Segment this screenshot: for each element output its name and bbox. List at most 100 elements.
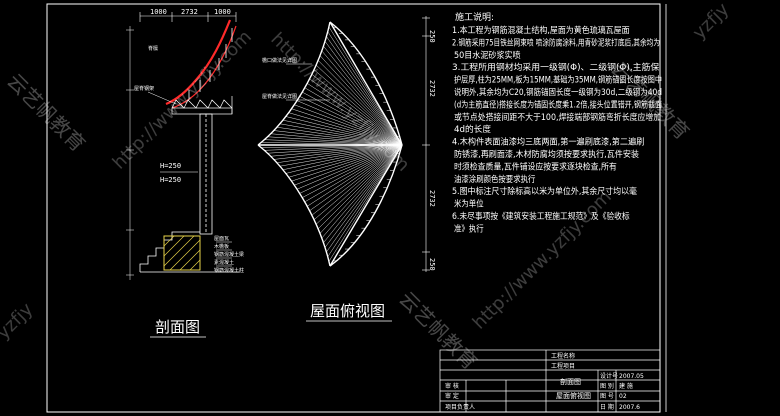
roof-hatch-line [288,112,403,146]
notes-line: 5.图中标注尺寸除标高以米为单位外,其余尺寸均以毫 [452,186,638,196]
roof-hatch-line [309,78,403,146]
tb-drawing-name-2: 屋面俯视图 [556,391,591,400]
notes-line: 防锈漆,再刷面漆,木材防腐均须按要求执行,瓦件安装 [454,149,640,159]
notes-line: 时须检查质量,瓦件铺设应按要求逐块检查,所有 [454,161,617,171]
roof-hatch-line [296,100,403,146]
dim-h-low: H=250 [160,176,181,184]
tb-right-1: 设计号 [600,372,618,380]
plan-dim-3: 2732 [428,190,436,207]
dim-top-2: 2732 [181,8,198,16]
plan-dim-4: 250 [428,258,436,271]
tb-right-3-val: 02 [619,393,627,400]
watermark-corner-left: yzfjy [0,299,38,344]
notes-line: 准》执行 [454,223,484,233]
notes-line: 4.木构件表面油漆均三底两面,第一遍刷底漆,第二遍刷 [452,137,644,147]
roof-hatch-line [324,144,403,248]
roof-hatch-line [302,91,403,146]
leader-beam: 钢筋混凝土梁 [214,251,244,258]
roof-hatch-line [279,144,403,167]
plan-title: 屋面俯视图 [310,302,385,320]
roof-hatch-line [307,144,403,207]
plan-leaders [286,63,330,101]
tb-row-b: 审 定 [445,392,459,400]
roof-hatch-line [276,144,403,163]
notes-line: 1.本工程为钢筋混凝土结构,屋面为黄色琉璃瓦屋面 [452,25,630,35]
leader-ridge: 脊檩 [148,45,158,52]
roof-hatch-line [319,55,403,146]
roof-hatch-line [315,64,403,146]
roof-hatch-line [307,83,403,146]
section-title: 剖面图 [155,318,200,336]
notes-heading: 施工说明: [455,11,494,23]
section-leaders [147,91,232,267]
title-block [439,349,661,413]
watermark-url-right: http://www.yzfjy.com [469,186,616,333]
tb-right-2: 图 别 [600,382,614,390]
roof-hatch-line [327,31,403,146]
roof-hatch-line [299,96,403,146]
leader-eave-board: 木檐板 [214,243,229,250]
notes-line: 护层厚,柱为25MM,板为15MM,基础为35MM,钢筋锚固长度按图中 [454,75,662,85]
watermark-cn-bottom: 云艺帆教育 [394,287,482,375]
roof-hatch-line [267,144,403,154]
dim-top-3: 1000 [214,8,231,16]
roof-hatch-line [273,130,403,146]
tb-row-a: 审 核 [445,382,459,390]
notes-line: (d为主筋直径)搭接长度为锚固长度乘1.2倍,接头位置错开,钢筋截面 [454,99,662,109]
plan-leader-eave: 檐口做法见详图 [262,57,297,64]
tb-right-1-val: 2007.05 [619,373,644,380]
roof-hatch-line [309,144,403,211]
plan-dimension-line [422,16,430,272]
section-drawing: 1000 2732 1000 H=250 H= [126,8,244,338]
watermark-url-left: http://www.yzfjy.com [109,26,256,173]
roof-hatch-line [270,144,403,157]
roof-hatch-line [311,144,403,216]
section-vertical-dimension [126,26,134,280]
section-foundation [163,235,201,271]
roof-hatch-line [267,136,403,146]
watermark-cn-left: 云艺帆教育 [2,69,90,157]
roof-plan-drawing: 250 2732 2732 250 檐口做法见详图 屋脊做法见详图 屋面俯视图 [257,16,436,322]
roof-hatch-line [327,144,403,257]
tb-right-4: 日 期 [600,403,614,411]
roof-hatch-line [313,144,403,220]
section-stairs [139,231,240,273]
roof-hatch-line [270,133,403,146]
roof-hatch-line [326,36,403,146]
roof-hatch-line [321,144,403,239]
section-roof-curve [165,19,237,109]
notes-line: 2.钢筋采用75目铁丝网束喷 喷涂防腐涂料,用青砂泥浆打底后,其余均为 [452,37,660,47]
notes-line: 3.工程所用钢材均采用一级钢(Φ)、二级钢(Φ),主筋保 [452,62,660,72]
roof-hatch-line [282,144,403,171]
roof-hatch-line [313,69,403,146]
roof-hatch-line [276,126,403,146]
roof-hatch-line [323,144,403,243]
construction-notes: 施工说明: 1.本工程为钢筋混凝土结构,屋面为黄色琉璃瓦屋面 2.钢筋采用75目铁… [452,11,662,233]
roof-plan-hatch [261,26,403,262]
roof-hatch-line [323,45,403,146]
roof-hatch-line [302,144,403,198]
plan-leader-ridge: 屋脊做法见详图 [262,93,297,100]
plan-dim-1: 250 [428,30,436,43]
notes-line: 米为单位 [454,199,484,209]
top-dimension-line [139,12,237,22]
roof-hatch-line [304,87,403,146]
roof-hatch-line [296,144,403,190]
leader-column: 钢筋混凝土柱 [214,267,244,274]
roof-hatch-line [291,108,403,146]
notes-line: 4d的长度 [454,124,492,134]
notes-line: 或节点处搭接间距不大于100,焊接端部钢筋弯折长度应增加 [454,112,661,122]
roof-hatch-line [324,41,403,146]
tb-right-3: 图 号 [600,393,614,400]
roof-hatch-line [285,144,403,174]
tb-item-label: 工程项目 [551,362,575,370]
roof-hatch-line [282,119,403,146]
section-column [199,113,213,235]
notes-line: 6.未尽事项按《建筑安装工程施工规范》及《验收标 [452,211,630,221]
roof-plan-outline [257,21,403,267]
roof-hatch-line [285,116,403,146]
watermark-corner: yzfjy [689,0,734,44]
roof-hatch-line [279,123,403,146]
roof-hatch-line [294,104,403,146]
